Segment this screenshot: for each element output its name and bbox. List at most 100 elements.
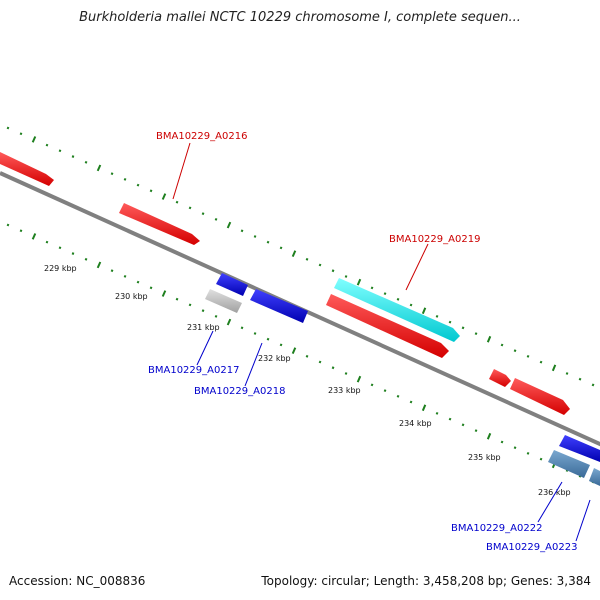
scale-tick-1-36 [474,429,478,433]
scale-tick-0-21 [279,246,283,250]
scale-tick-0-40 [526,354,530,358]
scale-tick-0-27 [356,278,362,286]
scale-tick-1-15 [201,309,205,313]
scale-tick-1-21 [279,343,283,347]
scale-tick-1-11 [149,286,153,290]
gene-label-a0218[interactable]: BMA10229_A0218 [194,386,285,397]
scale-tick-1-41 [539,457,543,461]
accession-text: Accession: NC_008836 [9,574,146,588]
scale-ticks [6,126,595,484]
scale-tick-0-23 [305,257,309,261]
scale-tick-0-20 [266,240,270,244]
gene-pseudo-grey[interactable] [205,289,242,313]
scale-tick-0-2 [31,136,37,143]
gene-label-a0223[interactable]: BMA10229_A0223 [486,542,577,553]
gene-rna-steel[interactable] [548,450,590,478]
scale-tick-0-15 [201,212,205,216]
gene-forward-0216[interactable] [119,203,200,245]
scale-tick-0-18 [240,229,244,233]
scale-tick-1-22 [291,347,297,355]
scale-tick-1-6 [84,257,88,261]
scale-tick-1-25 [331,366,335,370]
scale-tick-0-26 [344,275,348,278]
scale-tick-1-23 [305,354,309,358]
scale-label-232: 232 kbp [258,354,291,363]
scale-tick-1-24 [318,360,322,364]
gene-forward-0220[interactable] [489,369,511,387]
scale-tick-0-41 [539,360,543,364]
scale-tick-0-4 [58,149,62,153]
scale-label-234: 234 kbp [399,419,432,428]
scale-tick-0-42 [551,364,557,372]
scale-tick-1-32 [421,404,427,412]
scale-tick-0-35 [461,326,465,330]
scale-tick-0-9 [123,177,127,181]
genome-summary: Topology: circular; Length: 3,458,208 bp… [261,574,591,588]
scale-tick-1-27 [356,375,362,383]
scale-tick-0-14 [188,206,192,210]
gene-rna-steel-2[interactable] [589,468,600,486]
scale-label-229: 229 kbp [44,264,77,273]
forward-genes [0,152,570,415]
scale-tick-0-8 [110,172,114,176]
scale-label-230: 230 kbp [115,292,148,301]
scale-tick-1-9 [123,274,127,278]
scale-tick-1-38 [500,440,504,444]
gene-reverse-0222[interactable] [559,435,600,462]
scale-tick-0-44 [578,377,582,381]
scale-tick-1-34 [448,417,452,421]
gene-reverse-0218[interactable] [250,289,308,323]
scale-labels: 229 kbp 230 kbp 231 kbp 232 kbp 233 kbp … [44,264,571,497]
scale-tick-0-30 [396,297,400,301]
gene-labels: BMA10229_A0216 BMA10229_A0219 BMA10229_A… [148,131,577,553]
scale-tick-0-43 [565,372,569,375]
scale-tick-1-26 [344,372,348,375]
scale-tick-1-37 [486,432,492,440]
scale-tick-0-12 [161,193,167,200]
scale-tick-1-12 [161,290,167,297]
gene-label-a0222[interactable]: BMA10229_A0222 [451,523,542,534]
scale-tick-0-6 [84,160,88,164]
gene-highlight-0219[interactable] [334,278,460,342]
scale-tick-1-30 [396,394,400,398]
scale-label-231: 231 kbp [187,323,220,332]
scale-tick-1-31 [409,400,413,404]
scale-tick-1-5 [71,252,75,255]
scale-tick-0-37 [486,335,492,343]
gene-forward-0219-band[interactable] [326,294,449,358]
scale-tick-1-17 [226,318,232,326]
scale-tick-0-32 [421,307,427,315]
scale-tick-0-36 [474,332,478,336]
gene-label-a0219[interactable]: BMA10229_A0219 [389,234,480,245]
scale-tick-0-34 [448,320,452,324]
gene-reverse-0217[interactable] [216,273,248,296]
scale-tick-0-16 [214,217,218,221]
scale-tick-1-10 [136,280,140,284]
scale-label-236: 236 kbp [538,488,571,497]
scale-tick-0-19 [253,235,257,238]
scale-tick-0-28 [370,286,374,290]
scale-tick-0-10 [136,183,140,187]
scale-tick-0-7 [96,164,102,172]
scale-tick-1-13 [175,297,179,301]
scale-tick-0-39 [513,349,517,353]
scale-tick-0-17 [226,221,232,229]
scale-tick-1-18 [240,326,244,330]
scale-tick-0-11 [149,189,153,193]
scale-tick-0-1 [19,132,23,136]
scale-tick-1-14 [188,303,192,307]
map-title: Burkholderia mallei NCTC 10229 chromosom… [79,10,521,25]
scale-tick-1-39 [513,446,517,450]
scale-tick-0-0 [6,126,10,130]
scale-tick-1-28 [370,383,374,387]
gene-label-a0216[interactable]: BMA10229_A0216 [156,131,247,142]
reverse-genes [205,273,600,486]
gene-forward-0221[interactable] [510,378,570,415]
scale-tick-0-5 [71,155,75,158]
scale-tick-1-7 [96,261,102,269]
gene-forward-0215[interactable] [0,152,54,186]
scale-label-235: 235 kbp [468,453,501,462]
gene-label-a0217[interactable]: BMA10229_A0217 [148,365,239,376]
scale-label-233: 233 kbp [328,386,361,395]
